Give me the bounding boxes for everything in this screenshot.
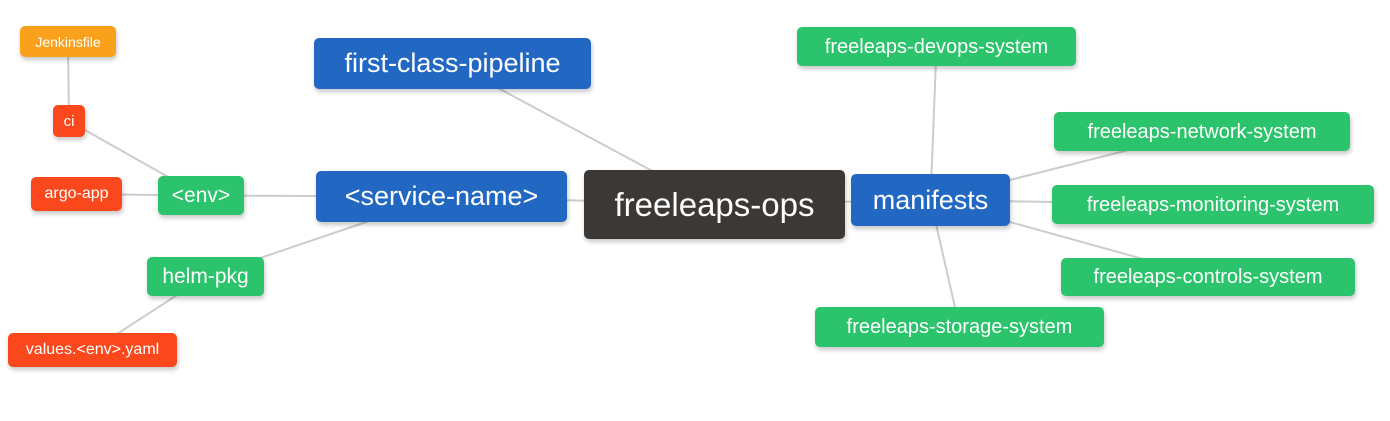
mindmap-node-jenkinsfile[interactable]: Jenkinsfile (20, 26, 116, 57)
mindmap-node-argo-app[interactable]: argo-app (31, 177, 122, 211)
mindmap-node-helm-pkg[interactable]: helm-pkg (147, 257, 264, 296)
mindmap-node-ci[interactable]: ci (53, 105, 85, 137)
mindmap-node-values-env-yaml[interactable]: values.<env>.yaml (8, 333, 177, 367)
mindmap-node-first-class-pipeline[interactable]: first-class-pipeline (314, 38, 591, 89)
mindmap-node-monitoring-system[interactable]: freeleaps-monitoring-system (1052, 185, 1374, 224)
mindmap-node-devops-system[interactable]: freeleaps-devops-system (797, 27, 1076, 66)
mindmap-node-manifests[interactable]: manifests (851, 174, 1010, 226)
mindmap-node-env[interactable]: <env> (158, 176, 244, 215)
mindmap-node-freeleaps-ops[interactable]: freeleaps-ops (584, 170, 845, 239)
mindmap-node-network-system[interactable]: freeleaps-network-system (1054, 112, 1350, 151)
mindmap-node-storage-system[interactable]: freeleaps-storage-system (815, 307, 1104, 347)
mindmap-node-controls-system[interactable]: freeleaps-controls-system (1061, 258, 1355, 296)
mindmap-node-service-name[interactable]: <service-name> (316, 171, 567, 222)
